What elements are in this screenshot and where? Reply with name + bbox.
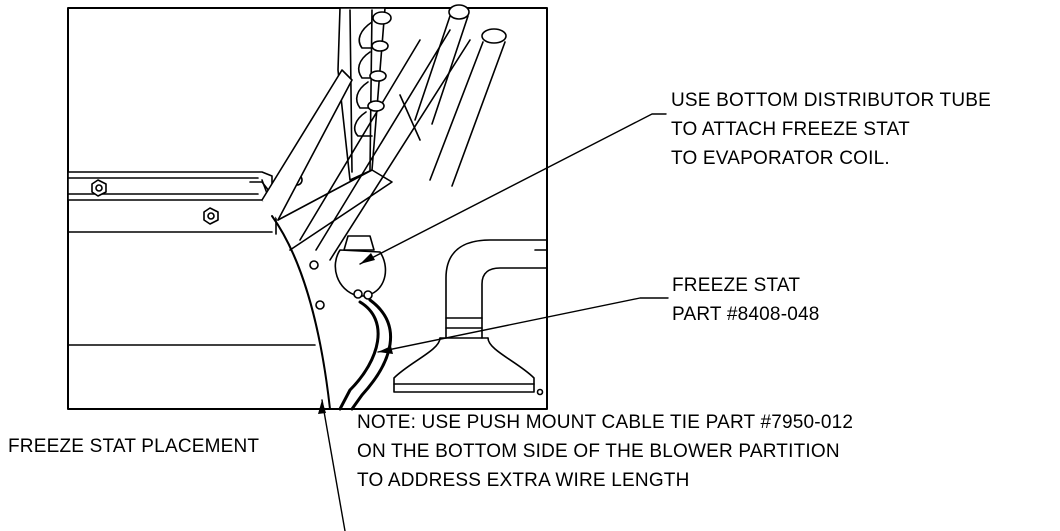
callout-distributor-tube: USE BOTTOM DISTRIBUTOR TUBE TO ATTACH FR…: [671, 86, 991, 173]
suction-pipe: [315, 239, 548, 396]
screw-icon: [309, 260, 319, 270]
callout-line: TO ATTACH FREEZE STAT: [671, 119, 910, 140]
blower-partition-edge: [271, 215, 331, 410]
callout-line: TO EVAPORATOR COIL.: [671, 148, 890, 169]
callout-line: PART #8408-048: [672, 304, 820, 325]
callout-note: NOTE: USE PUSH MOUNT CABLE TIE PART #795…: [357, 408, 853, 495]
callout-freeze-stat: FREEZE STAT PART #8408-048: [672, 271, 820, 329]
callout-line: FREEZE STAT: [672, 275, 801, 296]
figure-caption: FREEZE STAT PLACEMENT: [8, 432, 259, 461]
freeze-stat-icon: [334, 235, 393, 411]
leader-tube: [359, 113, 667, 265]
note-line: ON THE BOTTOM SIDE OF THE BLOWER PARTITI…: [357, 441, 840, 462]
bolt-icon: [203, 207, 219, 225]
note-line: NOTE: USE PUSH MOUNT CABLE TIE PART #795…: [357, 412, 854, 433]
callout-line: USE BOTTOM DISTRIBUTOR TUBE: [671, 90, 991, 111]
distributor-tubes: [353, 4, 507, 187]
bolt-icon: [91, 179, 107, 197]
frame: [67, 7, 548, 410]
leader-stat: [377, 297, 669, 353]
evaporator-coil: [261, 4, 507, 261]
caption-text: FREEZE STAT PLACEMENT: [8, 436, 260, 457]
note-line: TO ADDRESS EXTRA WIRE LENGTH: [357, 470, 690, 491]
leader-note: [321, 399, 346, 531]
leader-lines: [318, 113, 669, 531]
